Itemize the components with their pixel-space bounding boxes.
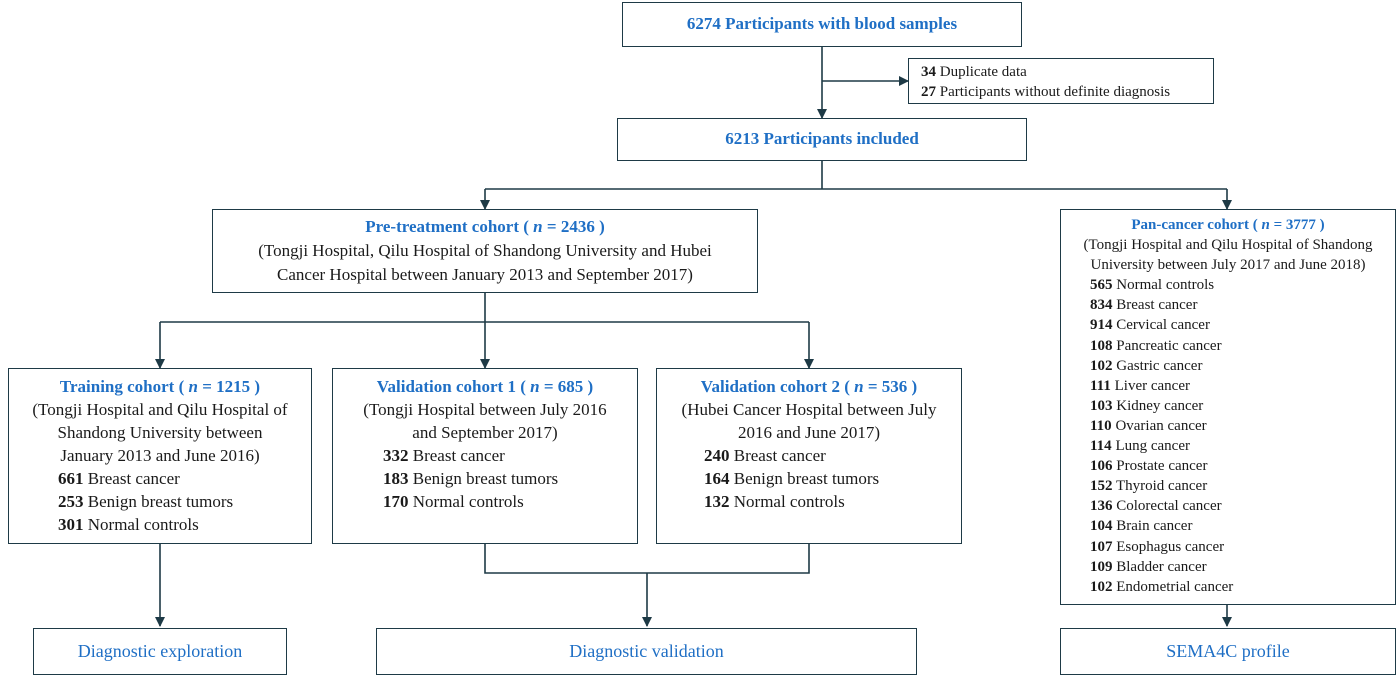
merge-line-validation	[484, 544, 810, 626]
outcome-profile-label: SEMA4C profile	[1166, 641, 1290, 661]
validation1-list: 332 Breast cancer 183 Benign breast tumo…	[333, 444, 637, 513]
top-box: 6274 Participants with blood samples	[622, 2, 1022, 47]
list-item: 103 Kidney cancer	[1090, 397, 1204, 414]
top-label: Participants with blood samples	[725, 14, 958, 33]
validation2-title: Validation cohort 2 ( n = 536 )	[700, 377, 918, 396]
pancancer-title: Pan-cancer cohort ( n = 3777 )	[1131, 217, 1325, 233]
list-item: 109 Bladder cancer	[1090, 558, 1207, 575]
list-item: 111 Liver cancer	[1090, 377, 1190, 394]
training-box: Training cohort ( n = 1215 ) (Tongji Hos…	[8, 368, 312, 544]
validation1-box: Validation cohort 1 ( n = 685 ) (Tongji …	[332, 368, 638, 544]
list-item: 164 Benign breast tumors	[704, 469, 880, 488]
pretreatment-desc: (Tongji Hospital, Qilu Hospital of Shand…	[258, 241, 712, 260]
outcome-exploration-box: Diagnostic exploration	[33, 628, 287, 675]
list-item: 107 Esophagus cancer	[1090, 538, 1225, 555]
top-count: 6274	[686, 14, 721, 33]
list-item: 114 Lung cancer	[1090, 438, 1190, 455]
validation1-desc: (Tongji Hospital between July 2016	[363, 400, 607, 419]
pancancer-desc: University between July 2017 and June 20…	[1090, 257, 1366, 274]
list-item: 104 Brain cancer	[1090, 518, 1193, 535]
split-line-pretreatment	[160, 293, 809, 323]
included-count: 6213	[725, 129, 760, 148]
pancancer-box: Pan-cancer cohort ( n = 3777 ) (Tongji H…	[1060, 209, 1396, 605]
validation2-box: Validation cohort 2 ( n = 536 ) (Hubei C…	[656, 368, 962, 544]
outcome-validation-box: Diagnostic validation	[376, 628, 917, 675]
list-item: 108 Pancreatic cancer	[1090, 337, 1222, 354]
validation1-title: Validation cohort 1 ( n = 685 )	[376, 377, 594, 396]
list-item: 332 Breast cancer	[383, 446, 505, 465]
training-list: 661 Breast cancer 253 Benign breast tumo…	[9, 467, 311, 536]
training-desc: (Tongji Hospital and Qilu Hospital of	[32, 400, 288, 419]
exclusion-item: 34 Duplicate data	[921, 64, 1027, 80]
outcome-profile-box: SEMA4C profile	[1060, 628, 1396, 675]
list-item: 253 Benign breast tumors	[58, 492, 234, 511]
training-desc: Shandong University between	[57, 423, 263, 442]
split-line-included	[485, 161, 1227, 190]
list-item: 661 Breast cancer	[58, 469, 180, 488]
pancancer-desc: (Tongji Hospital and Qilu Hospital of Sh…	[1083, 237, 1373, 254]
list-item: 102 Endometrial cancer	[1090, 578, 1234, 595]
validation1-desc: and September 2017)	[412, 423, 558, 442]
list-item: 152 Thyroid cancer	[1090, 478, 1208, 495]
validation2-desc: 2016 and June 2017)	[737, 423, 881, 442]
list-item: 136 Colorectal cancer	[1090, 498, 1222, 515]
training-desc: January 2013 and June 2016)	[60, 446, 260, 465]
included-label: Participants included	[763, 129, 919, 148]
training-title: Training cohort ( n = 1215 )	[59, 377, 261, 396]
list-item: 170 Normal controls	[383, 492, 524, 511]
pretreatment-desc: Cancer Hospital between January 2013 and…	[277, 265, 693, 284]
list-item: 183 Benign breast tumors	[383, 469, 559, 488]
pretreatment-box: Pre-treatment cohort ( n = 2436 ) (Tongj…	[212, 209, 758, 293]
validation2-list: 240 Breast cancer 164 Benign breast tumo…	[657, 444, 961, 513]
list-item: 834 Breast cancer	[1090, 297, 1198, 314]
list-item: 102 Gastric cancer	[1090, 357, 1203, 374]
list-item: 240 Breast cancer	[704, 446, 826, 465]
included-box: 6213 Participants included	[617, 118, 1027, 161]
outcome-validation-label: Diagnostic validation	[569, 641, 724, 661]
list-item: 132 Normal controls	[704, 492, 845, 511]
validation2-desc: (Hubei Cancer Hospital between July	[681, 400, 937, 419]
outcome-exploration-label: Diagnostic exploration	[77, 641, 243, 661]
pancancer-list: 565 Normal controls 834 Breast cancer 91…	[1061, 275, 1395, 597]
exclusion-item: 27 Participants without definite diagnos…	[921, 84, 1171, 100]
pretreatment-title: Pre-treatment cohort ( n = 2436 )	[365, 217, 605, 236]
list-item: 110 Ovarian cancer	[1090, 417, 1207, 434]
exclusion-box: 34 Duplicate data 27 Participants withou…	[908, 58, 1214, 104]
list-item: 565 Normal controls	[1090, 277, 1215, 294]
list-item: 301 Normal controls	[58, 515, 199, 534]
list-item: 106 Prostate cancer	[1090, 458, 1208, 475]
list-item: 914 Cervical cancer	[1090, 317, 1210, 334]
